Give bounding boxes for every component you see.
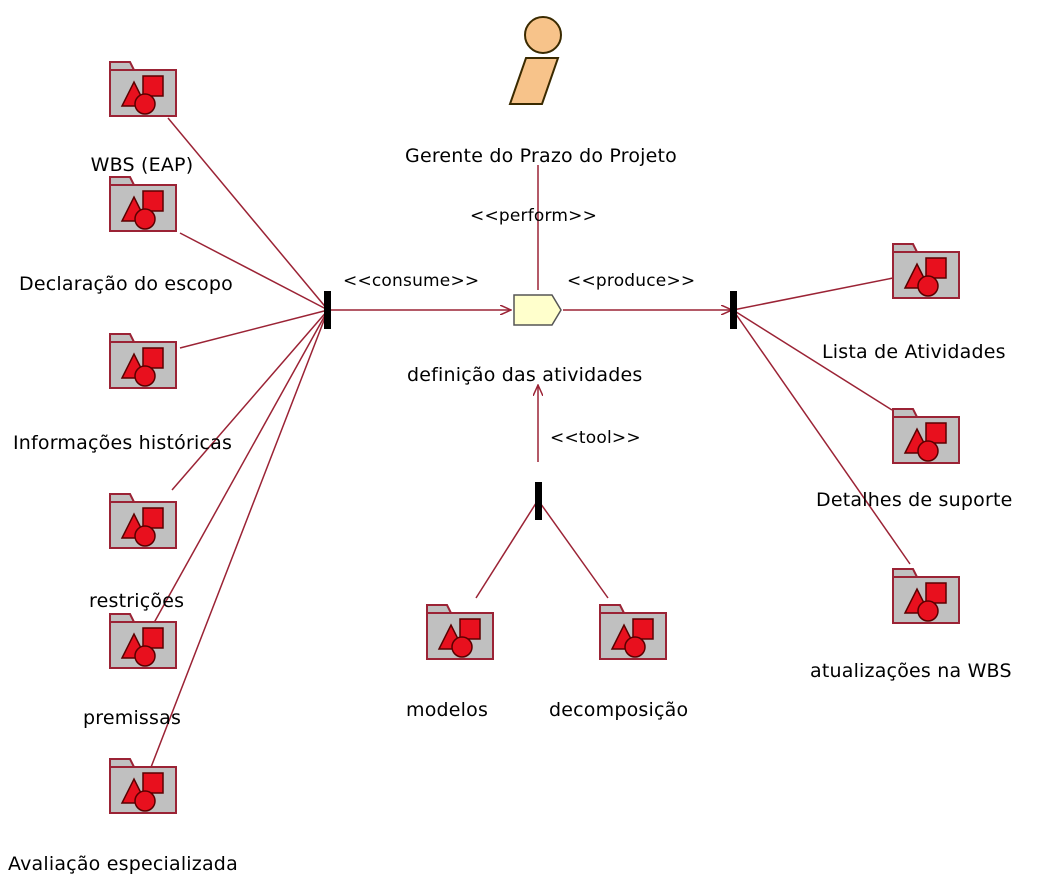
stereotype-perform: <<perform>> [470, 206, 598, 226]
connector-decomposicao [537, 499, 609, 599]
connector-lines [147, 117, 911, 776]
connector-modelos [475, 499, 539, 599]
connector-avaliacao [147, 309, 329, 776]
actor-label: Gerente do Prazo do Projeto [405, 145, 677, 167]
tool-label-modelos: modelos [406, 699, 489, 721]
connector-restricoes [171, 309, 329, 491]
input-label-informacoes: Informações históricas [13, 432, 233, 454]
input-label-avaliacao: Avaliação especializada [8, 853, 238, 875]
connector-atualizacoes [732, 309, 911, 565]
folder-icon-restricoes[interactable] [109, 493, 177, 549]
input-label-declaracao: Declaração do escopo [19, 273, 233, 295]
folder-icon-wbs[interactable] [109, 61, 177, 117]
connector-lista [732, 277, 894, 311]
output-label-atualizacoes: atualizações na WBS [810, 660, 1012, 682]
input-label-wbs: WBS (EAP) [90, 154, 194, 176]
connector-declaracao [179, 232, 329, 311]
folder-icon-atualizacoes[interactable] [892, 568, 960, 624]
output-label-lista: Lista de Atividades [822, 341, 1006, 363]
connector-detalhes [732, 309, 893, 411]
folder-icon-declaracao[interactable] [109, 176, 177, 232]
connector-wbs [167, 117, 329, 311]
activity-label: definição das atividades [407, 364, 643, 386]
folder-icon-avaliacao[interactable] [109, 758, 177, 814]
folder-icon-detalhes[interactable] [892, 408, 960, 464]
tool-bar [535, 482, 542, 520]
connector-premissas [149, 309, 329, 631]
stereotype-consume: <<consume>> [343, 271, 480, 291]
stereotype-produce: <<produce>> [567, 271, 696, 291]
worker-icon[interactable] [508, 16, 562, 105]
input-label-restricoes: restrições [89, 590, 185, 612]
consume-bar [324, 291, 331, 329]
folder-icon-modelos[interactable] [426, 604, 494, 660]
stereotype-tool: <<tool>> [550, 428, 641, 448]
tool-label-decomposicao: decomposição [549, 699, 689, 721]
folder-icon-informacoes[interactable] [109, 333, 177, 389]
output-label-detalhes: Detalhes de suporte [816, 489, 1013, 511]
connector-informacoes [179, 309, 329, 349]
folder-icon-premissas[interactable] [109, 613, 177, 669]
produce-bar [730, 291, 737, 329]
folder-icon-lista[interactable] [892, 243, 960, 299]
input-label-premissas: premissas [83, 707, 182, 729]
activity-pentagon-icon[interactable] [513, 294, 562, 326]
folder-icon-decomposicao[interactable] [599, 604, 667, 660]
